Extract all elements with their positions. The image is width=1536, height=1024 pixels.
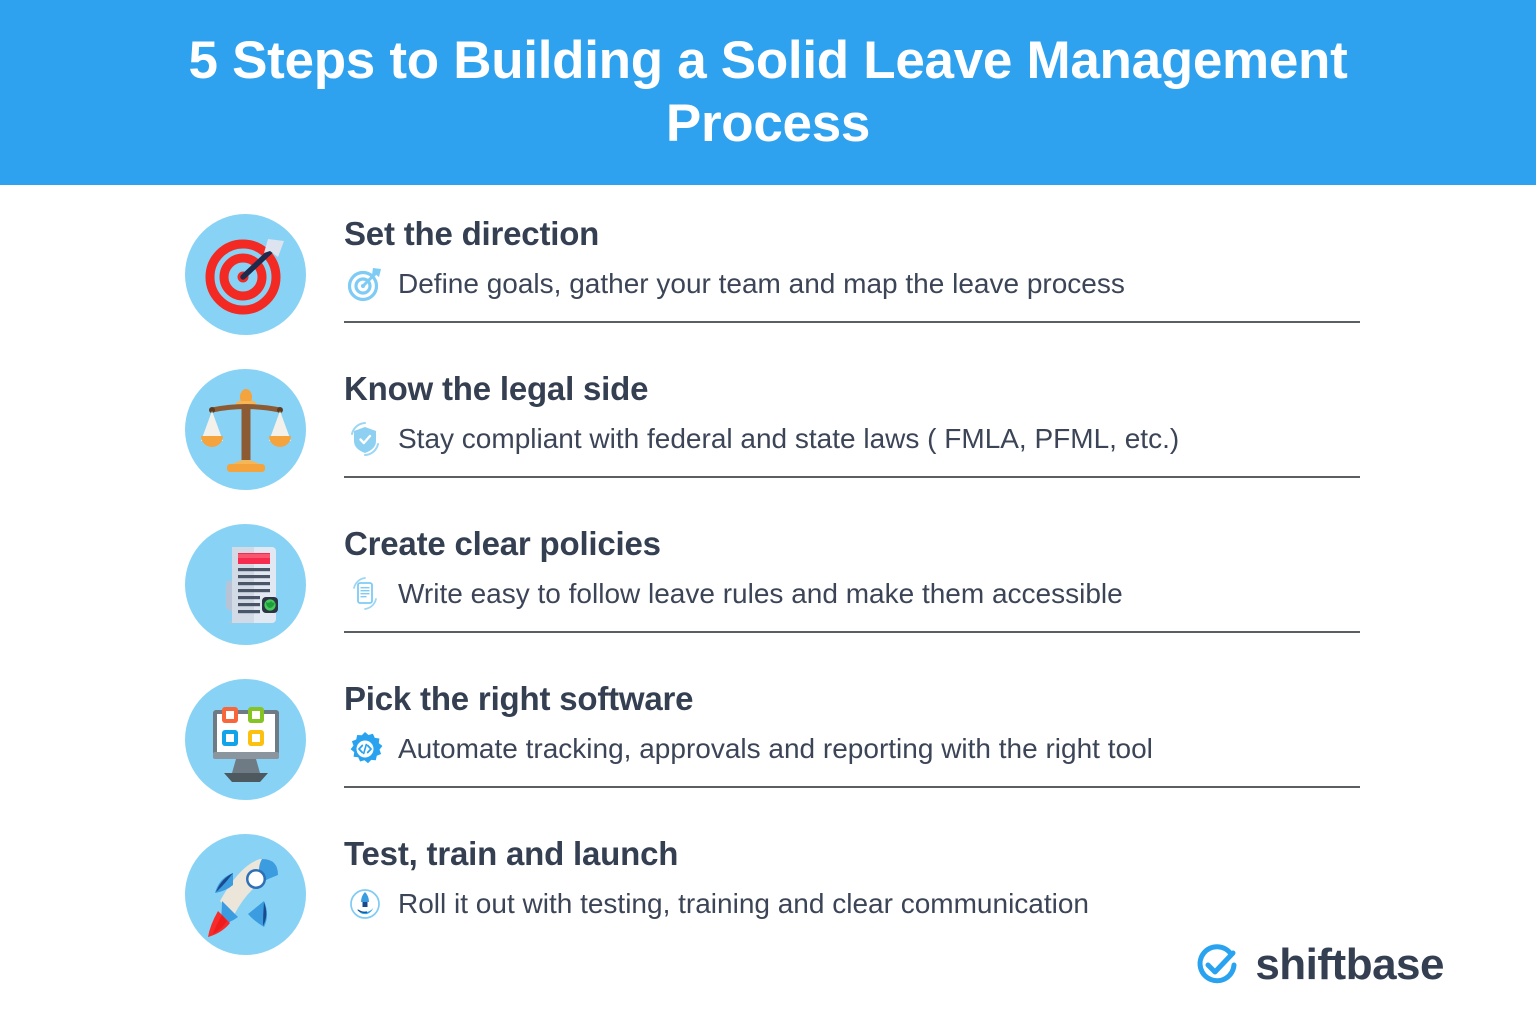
document-cycle-icon (344, 573, 386, 615)
step-description: Define goals, gather your team and map t… (398, 268, 1125, 299)
check-circle-icon (1193, 941, 1241, 989)
step-description-row: Define goals, gather your team and map t… (344, 263, 1360, 305)
divider (344, 786, 1360, 788)
hand-rocket-launch-icon (344, 883, 386, 925)
list-item: Know the legal side Stay compliant with … (0, 364, 1536, 519)
step-heading: Pick the right software (344, 680, 694, 717)
step-description: Automate tracking, approvals and reporti… (398, 733, 1153, 764)
step-heading: Test, train and launch (344, 835, 679, 872)
step-heading: Set the direction (344, 215, 600, 252)
list-item: Test, train and launch Roll it out with … (0, 829, 1536, 984)
step-description-row: Stay compliant with federal and state la… (344, 418, 1360, 460)
newspaper-document-icon (185, 524, 306, 645)
step-content: Know the legal side Stay compliant with … (344, 364, 1536, 478)
steps-list: Set the direction Define goals, gather y… (0, 185, 1536, 984)
step-heading: Create clear policies (344, 525, 661, 562)
step-description-row: Roll it out with testing, training and c… (344, 883, 1360, 925)
list-item: Pick the right software Automate trackin… (0, 674, 1536, 829)
step-heading: Know the legal side (344, 370, 649, 407)
page-title: 5 Steps to Building a Solid Leave Manage… (188, 30, 1348, 153)
desktop-monitor-apps-icon (185, 679, 306, 800)
step-description: Roll it out with testing, training and c… (398, 888, 1090, 919)
divider (344, 476, 1360, 478)
divider (344, 321, 1360, 323)
target-arrow-icon (344, 263, 386, 305)
scales-of-justice-icon (185, 369, 306, 490)
gear-code-icon (344, 728, 386, 770)
rocket-icon (185, 834, 306, 955)
step-content: Set the direction Define goals, gather y… (344, 209, 1536, 323)
step-content: Create clear policies Write easy to foll… (344, 519, 1536, 633)
list-item: Create clear policies Write easy to foll… (0, 519, 1536, 674)
step-content: Pick the right software Automate trackin… (344, 674, 1536, 788)
target-dartboard-icon (185, 214, 306, 335)
step-description-row: Write easy to follow leave rules and mak… (344, 573, 1360, 615)
step-content: Test, train and launch Roll it out with … (344, 829, 1536, 925)
shiftbase-logo: shiftbase (1193, 940, 1444, 990)
list-item: Set the direction Define goals, gather y… (0, 209, 1536, 364)
logo-wordmark: shiftbase (1255, 940, 1444, 989)
step-description: Write easy to follow leave rules and mak… (398, 578, 1123, 609)
step-description-row: Automate tracking, approvals and reporti… (344, 728, 1360, 770)
shield-compliance-icon (344, 418, 386, 460)
header-banner: 5 Steps to Building a Solid Leave Manage… (0, 0, 1536, 185)
divider (344, 631, 1360, 633)
step-description: Stay compliant with federal and state la… (398, 423, 1180, 454)
